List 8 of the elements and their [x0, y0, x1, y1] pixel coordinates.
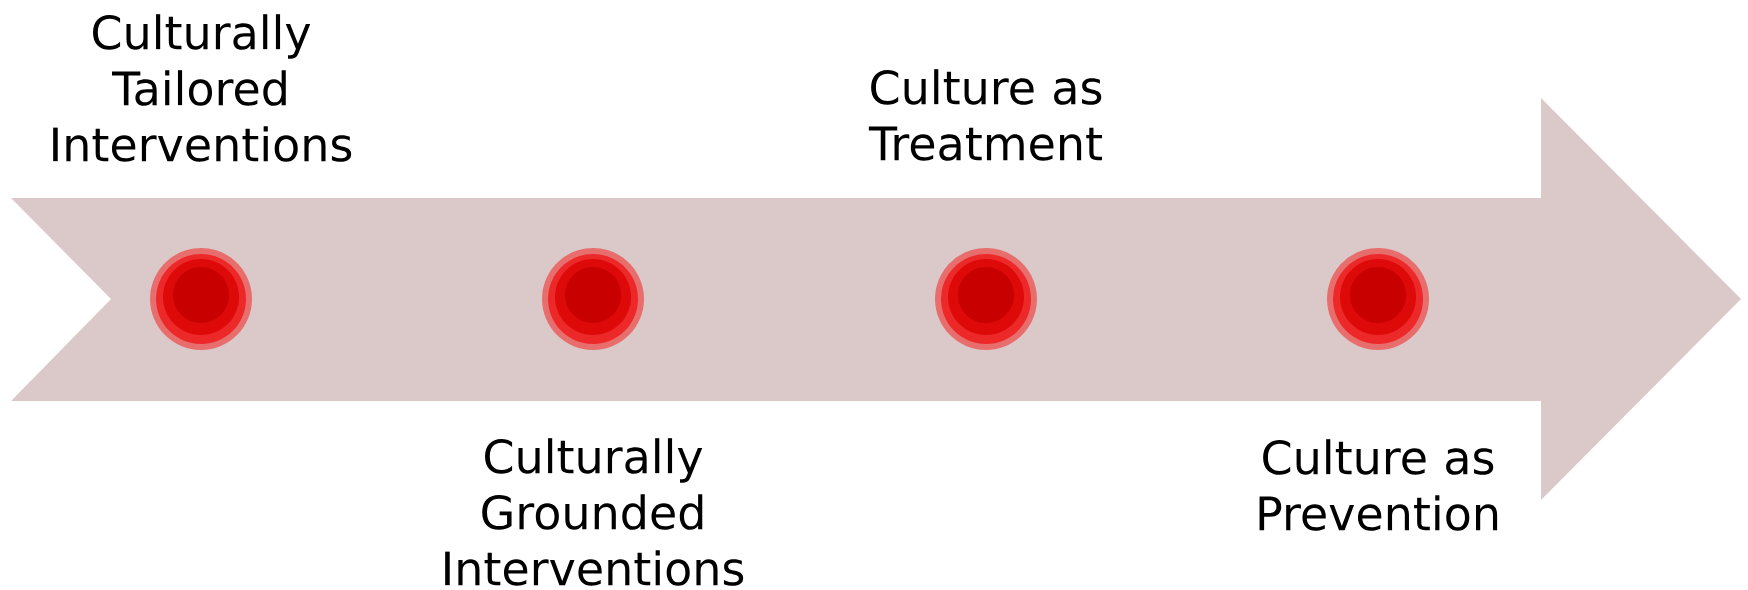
circle-marker [1327, 248, 1429, 350]
circle-marker [542, 248, 644, 350]
circle-marker [150, 248, 252, 350]
circle-marker [935, 248, 1037, 350]
milestone-label: Culturally Tailored Interventions [53, 14, 352, 162]
milestone-label: Culturally Grounded Interventions [445, 438, 744, 586]
milestone-label: Culture as Treatment [868, 69, 1102, 161]
milestone-label: Culture as Prevention [1259, 439, 1498, 531]
